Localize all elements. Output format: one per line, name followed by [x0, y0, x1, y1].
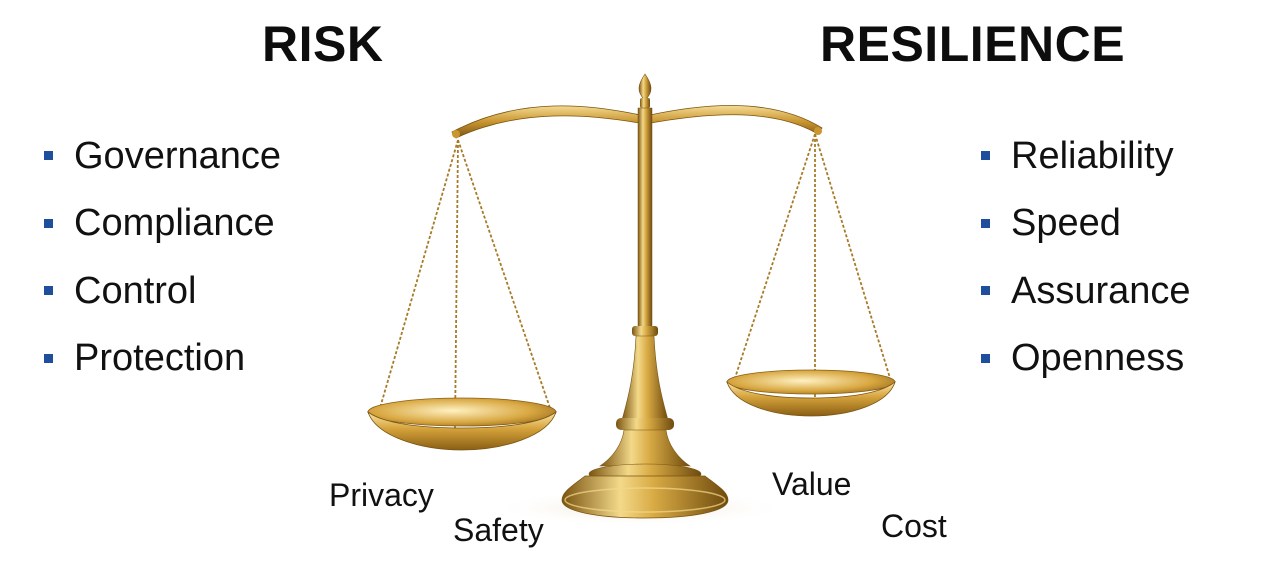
- bullet-icon: [44, 353, 53, 363]
- right-pan-bowl: [726, 380, 896, 417]
- bullet-icon: [981, 286, 990, 296]
- beam-end-right: [814, 127, 822, 135]
- bullet-icon: [981, 353, 990, 363]
- list-item: Reliability: [981, 122, 1191, 190]
- list-item-label: Openness: [1011, 337, 1185, 380]
- finial-shape: [638, 73, 652, 101]
- resilience-list: Reliability Speed Assurance Openness: [981, 122, 1191, 392]
- list-item-label: Assurance: [1011, 269, 1191, 312]
- left-chains: [379, 139, 551, 431]
- resilience-heading: RESILIENCE: [820, 16, 1126, 72]
- pillar-ring: [632, 326, 658, 336]
- bullet-icon: [44, 286, 53, 296]
- scale-label-safety: Safety: [453, 512, 544, 548]
- beam-end-left: [452, 130, 460, 138]
- finial-collar: [640, 98, 650, 108]
- pillar-shape: [637, 107, 653, 331]
- risk-heading: RISK: [262, 16, 384, 72]
- right-chains: [734, 133, 891, 398]
- scale-label-privacy: Privacy: [329, 477, 434, 513]
- list-item-label: Reliability: [1011, 134, 1174, 177]
- pillar-body: [621, 335, 669, 421]
- left-pan-rim: [367, 397, 557, 427]
- list-item-label: Control: [74, 269, 197, 312]
- list-item-label: Governance: [74, 134, 282, 177]
- list-item: Openness: [981, 325, 1191, 393]
- list-item: Assurance: [981, 257, 1191, 325]
- risk-list: Governance Compliance Control Protection: [44, 122, 281, 392]
- list-item: Control: [44, 257, 281, 325]
- list-item-label: Protection: [74, 337, 246, 380]
- scale-label-value: Value: [772, 466, 852, 502]
- list-item-label: Compliance: [74, 202, 275, 245]
- scale-label-cost: Cost: [881, 508, 947, 544]
- pillar-neck: [599, 429, 691, 467]
- bullet-icon: [981, 218, 990, 228]
- pillar-knob: [616, 418, 674, 430]
- bullet-icon: [44, 151, 53, 161]
- list-item: Speed: [981, 190, 1191, 258]
- left-pan-bowl: [367, 410, 557, 451]
- right-pan-rim: [726, 369, 896, 395]
- base-shape: [561, 475, 729, 519]
- base-highlight: [564, 487, 726, 513]
- list-item: Protection: [44, 325, 281, 393]
- beam-shape: [451, 105, 823, 139]
- list-item: Compliance: [44, 190, 281, 258]
- bullet-icon: [44, 218, 53, 228]
- bullet-icon: [981, 151, 990, 161]
- list-item: Governance: [44, 122, 281, 190]
- list-item-label: Speed: [1011, 202, 1121, 245]
